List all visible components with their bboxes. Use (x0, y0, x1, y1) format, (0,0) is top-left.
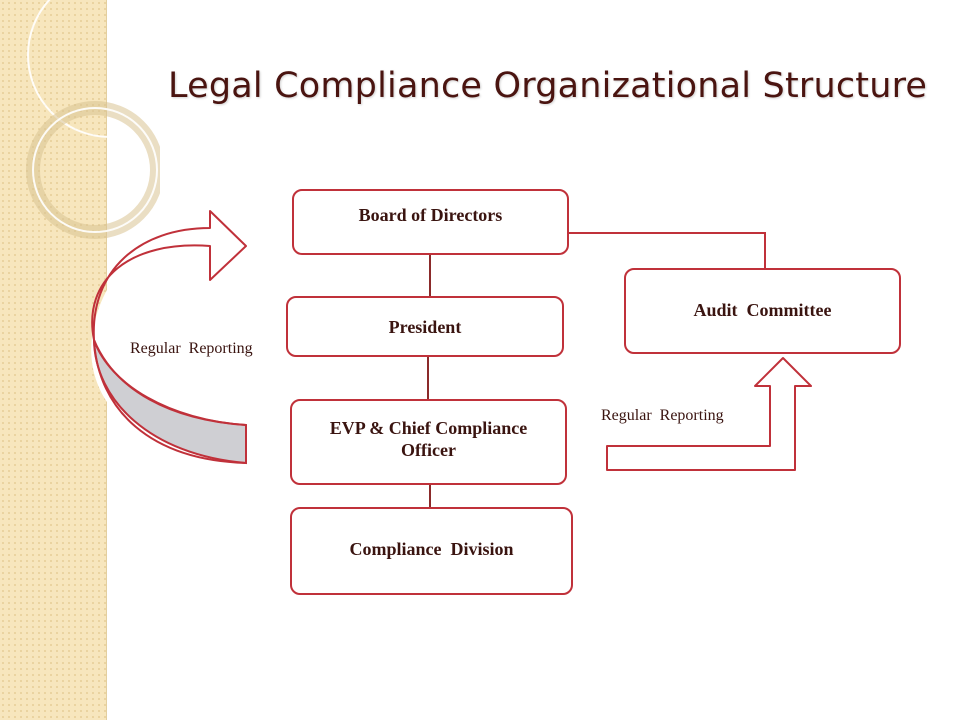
left-regular-reporting-label: Regular Reporting (130, 340, 253, 357)
president-box: President (286, 296, 564, 357)
audit-committee-box: Audit Committee (624, 268, 901, 354)
compliance-division-box: Compliance Division (290, 507, 573, 595)
decorative-rings (26, 0, 160, 239)
evp-chief-compliance-officer-box: EVP & Chief Compliance Officer (290, 399, 567, 485)
connector-board-audit (568, 232, 766, 268)
board-of-directors-box: Board of Directors (292, 189, 569, 255)
evp-chief-compliance-officer-label: EVP & Chief Compliance Officer (329, 418, 528, 460)
president-label: President (388, 316, 462, 337)
right-regular-reporting-label: Regular Reporting (601, 407, 724, 424)
compliance-division-label: Compliance Division (349, 539, 514, 559)
page-title: Legal Compliance Organizational Structur… (168, 66, 928, 106)
right-bent-arrow (606, 357, 812, 471)
board-of-directors-label: Board of Directors (358, 205, 503, 225)
audit-committee-label: Audit Committee (693, 300, 832, 320)
left-curved-arrow-outline (91, 210, 247, 464)
